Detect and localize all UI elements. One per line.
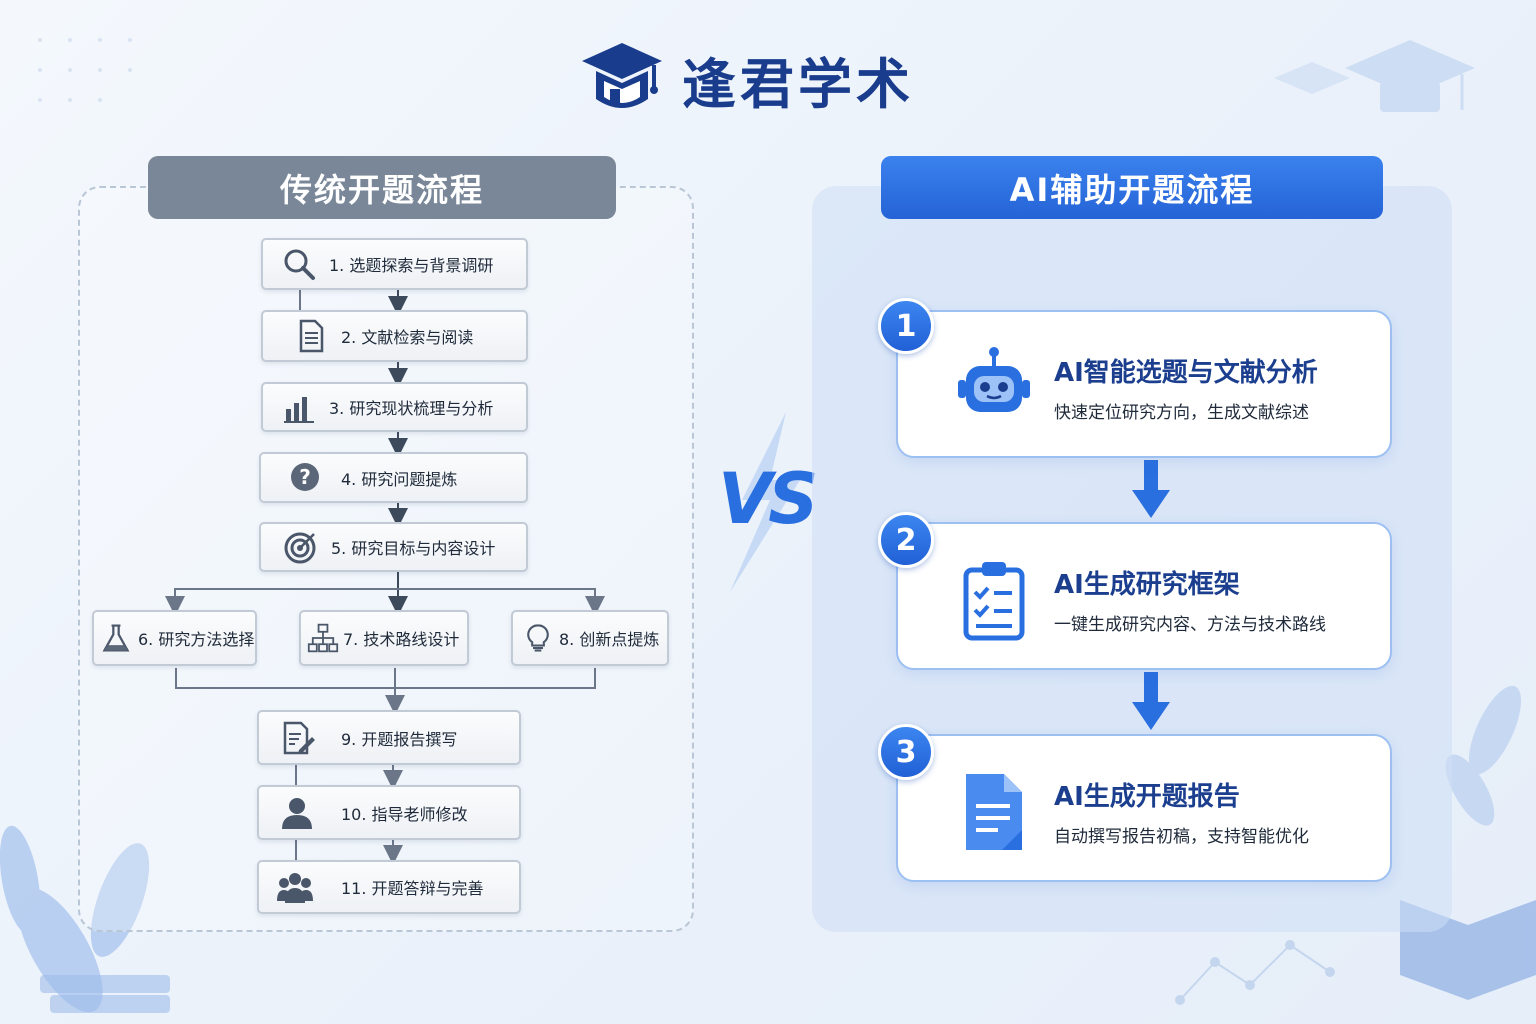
step-label: 11. 开题答辩与完善: [341, 879, 484, 898]
ai-step-desc: 快速定位研究方向，生成文献综述: [1054, 403, 1309, 423]
report-document-icon: [966, 774, 1022, 850]
flask-icon: [102, 624, 130, 652]
traditional-step-5: 5. 研究目标与内容设计: [259, 522, 528, 572]
traditional-step-7: 7. 技术路线设计: [299, 610, 469, 666]
ai-step-2-card: AI生成研究框架 一键生成研究内容、方法与技术路线: [896, 522, 1392, 670]
edit-document-icon: [283, 721, 315, 754]
ai-step-desc: 自动撰写报告初稿，支持智能优化: [1054, 827, 1309, 847]
clipboard-checklist-icon: [963, 562, 1025, 641]
step-label: 7. 技术路线设计: [343, 630, 460, 649]
question-icon: ?: [291, 462, 319, 491]
ai-step-title: AI智能选题与文献分析: [1054, 358, 1318, 388]
step-label: 9. 开题报告撰写: [341, 729, 458, 749]
ai-step-1-badge: 1: [878, 298, 934, 354]
robot-icon: [958, 347, 1030, 412]
document-icon: [299, 319, 324, 353]
plant-decor-icon: [1445, 685, 1522, 826]
ai-step-3-card: AI生成开题报告 自动撰写报告初稿，支持智能优化: [896, 734, 1392, 882]
traditional-step-6: 6. 研究方法选择: [92, 610, 257, 666]
ai-title: AI辅助开题流程: [881, 156, 1383, 219]
step-label: 4. 研究问题提炼: [341, 469, 458, 489]
graduation-cap-icon: [582, 43, 662, 108]
org-chart-icon: [307, 623, 339, 653]
search-icon: [284, 249, 315, 280]
ai-step-title: AI生成研究框架: [1054, 570, 1240, 600]
lightning-decor-icon: [730, 412, 800, 592]
user-icon: [282, 797, 312, 829]
brand-name: 逢君学术: [682, 52, 914, 116]
vs-label: VS: [718, 458, 819, 540]
traditional-step-9: 9. 开题报告撰写: [257, 710, 521, 765]
arrow-ai-2-3-shaft: [1144, 672, 1158, 704]
traditional-step-10: 10. 指导老师修改: [257, 785, 521, 840]
target-icon: [284, 532, 316, 564]
ai-step-1-card: AI智能选题与文献分析 快速定位研究方向，生成文献综述: [896, 310, 1392, 458]
step-label: 3. 研究现状梳理与分析: [329, 399, 494, 418]
ai-step-title: AI生成开题报告: [1054, 782, 1240, 812]
traditional-step-3: 3. 研究现状梳理与分析: [261, 382, 528, 432]
traditional-step-4: ? 4. 研究问题提炼: [259, 452, 528, 503]
ai-step-2-badge: 2: [878, 512, 934, 568]
arrow-ai-2-3-head: [1132, 702, 1170, 730]
step-label: 6. 研究方法选择: [138, 630, 255, 649]
step-label: 10. 指导老师修改: [341, 804, 468, 824]
merge-line: [175, 668, 596, 689]
lightbulb-icon: [527, 624, 549, 652]
arrow-ai-1-2-head: [1132, 490, 1170, 518]
step-label: 8. 创新点提炼: [559, 630, 660, 649]
arrow-ai-1-2-shaft: [1144, 460, 1158, 492]
bar-chart-icon: [284, 397, 314, 423]
books-decor-icon: [40, 975, 170, 1013]
brand-header: 逢君学术: [580, 34, 960, 124]
line-graph-decor-icon: [1175, 940, 1335, 1005]
step-label: 5. 研究目标与内容设计: [331, 539, 496, 558]
traditional-step-2: 2. 文献检索与阅读: [261, 310, 528, 362]
traditional-step-1: 1. 选题探索与背景调研: [261, 238, 528, 290]
traditional-step-11: 11. 开题答辩与完善: [257, 860, 521, 914]
svg-text:?: ?: [299, 465, 311, 489]
traditional-title: 传统开题流程: [148, 156, 616, 219]
group-icon: [277, 873, 313, 903]
graduation-cap-decor-icon: [1274, 40, 1475, 112]
ai-step-3-badge: 3: [878, 724, 934, 780]
ai-step-desc: 一键生成研究内容、方法与技术路线: [1054, 615, 1326, 635]
traditional-step-8: 8. 创新点提炼: [511, 610, 669, 666]
step-label: 1. 选题探索与背景调研: [329, 256, 494, 275]
step-label: 2. 文献检索与阅读: [341, 328, 474, 347]
